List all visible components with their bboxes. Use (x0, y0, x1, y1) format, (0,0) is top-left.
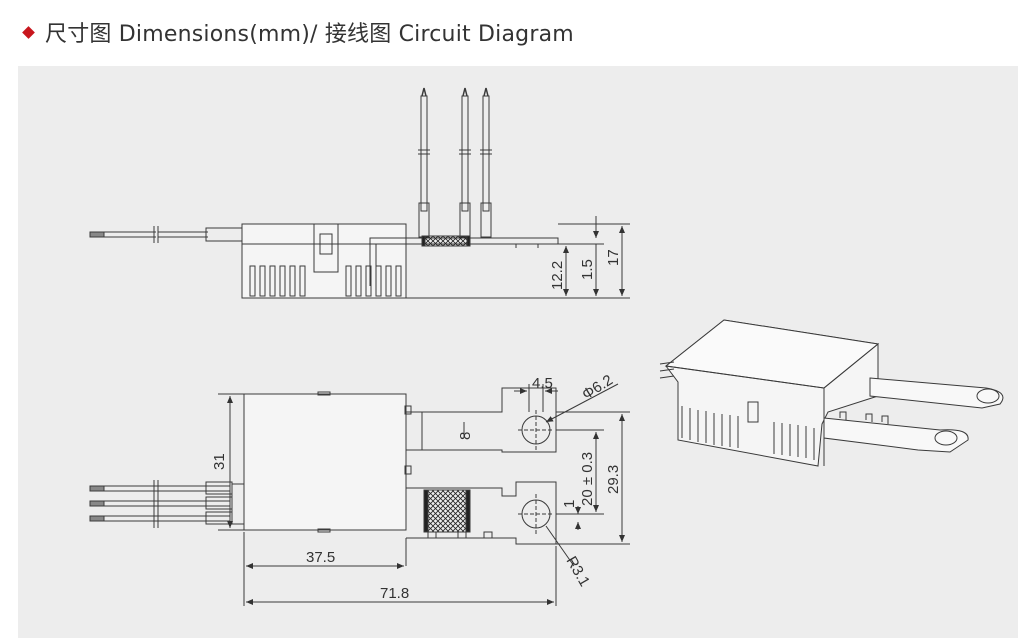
dim-31: 31 (211, 453, 228, 470)
side-view-busbar (384, 237, 559, 245)
dim-8: 8 (457, 432, 474, 440)
plan-view-dimension-lines (218, 383, 630, 606)
plan-view (89, 383, 630, 606)
diamond-bullet-icon (22, 25, 35, 39)
dim-phi-6-2: Φ6.2 (579, 372, 616, 404)
dim-4-5: 4.5 (532, 375, 553, 392)
technical-drawing: 12.2 1.5 17 31 37.5 71.8 4.5 Φ6.2 8 20 ±… (89, 87, 1004, 606)
dim-r3-1: R3.1 (563, 554, 594, 590)
plan-view-body (243, 393, 407, 531)
isometric-lower-tab (823, 417, 969, 453)
side-view-vent-fins (249, 265, 402, 297)
side-view-dimension-lines (406, 216, 630, 299)
isometric-view (659, 319, 1004, 467)
isometric-upper-tab (869, 377, 1004, 409)
section-title: 尺寸图 Dimensions(mm)/ 接线图 Circuit Diagram (45, 22, 574, 47)
coil-hatched (423, 489, 471, 533)
plan-view-lower-tab (406, 481, 557, 545)
side-view (89, 87, 630, 299)
plan-view-upper-tab (406, 387, 557, 453)
section-header: 尺寸图 Dimensions(mm)/ 接线图 Circuit Diagram (22, 16, 574, 48)
dim-17: 17 (605, 249, 622, 266)
plan-view-lead-wires (89, 480, 245, 528)
dim-37-5: 37.5 (306, 549, 335, 566)
side-view-left-wire (89, 226, 243, 243)
side-view-lead-wires (418, 87, 492, 238)
dim-20-tol: 20 ± 0.3 (579, 452, 596, 506)
dim-1: 1 (561, 500, 578, 508)
dim-71-8: 71.8 (380, 585, 409, 602)
dimension-drawing-panel: 12.2 1.5 17 31 37.5 71.8 4.5 Φ6.2 8 20 ±… (18, 66, 1018, 638)
dim-12-2: 12.2 (549, 261, 566, 290)
dim-1-5: 1.5 (579, 259, 596, 280)
dim-29-3: 29.3 (605, 465, 622, 494)
